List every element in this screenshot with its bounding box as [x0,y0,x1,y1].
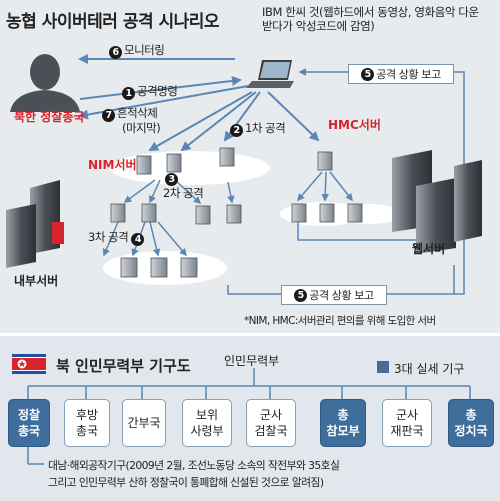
step4-label: 3차 공격 4 [88,229,146,246]
org-unit-line1: 군사 [395,408,419,422]
step6-text: 모니터링 [124,43,165,57]
step2-text: 1차 공격 [245,121,286,135]
step1-number: 1 [122,87,135,100]
laptop-icon [246,60,294,88]
org-unit-line2: 총국 [75,424,99,438]
step7-text: 흔적삭제 [117,106,158,120]
step3-number: 3 [165,173,178,186]
server-icons [110,147,363,278]
step7-sub: (마지막) [122,121,161,135]
step1-text: 공격명령 [137,84,178,98]
diagram-graphics [6,54,482,295]
org-unit-cadre-bureau: 간부국 [122,399,166,447]
hmc-server-label: HMC서버 [328,118,381,132]
ibm-note-line1: IBM 한씨 것(웹하드에서 동영상, 영화음악 다운 [262,5,479,19]
step5a-number: 5 [361,67,375,81]
internal-server-towers [6,180,64,268]
org-unit-line1: 정찰 [17,408,41,422]
step7-number: 7 [102,109,115,122]
step3-number-wrap: 3 [165,170,180,186]
ibm-note-line2: 받다가 악성코드에 감염) [262,19,375,33]
step3-text: 2차 공격 [163,186,204,200]
org-title: 북 인민무력부 기구도 [56,357,191,375]
attacker-label: 북한 정찰총국 [14,110,85,124]
step4-text: 3차 공격 [88,230,129,244]
legend-label: 3대 실세 기구 [394,362,465,376]
org-unit-line2: 참모부 [326,424,360,438]
step5a-text: 공격 상황 보고 [376,68,441,81]
org-unit-line1: 간부국 [127,416,161,430]
step2-number: 2 [230,124,243,137]
nk-flag-icon [12,354,46,374]
org-unit-line1: 총 [465,408,477,422]
org-unit-line2: 재판국 [390,424,424,438]
step4-number: 4 [131,233,145,246]
web-server-towers [392,150,482,254]
footnote: *NIM, HMC:서버관리 편의를 위해 도입한 서버 [244,315,436,327]
org-unit-line1: 총 [337,408,349,422]
org-unit-line2: 사령부 [190,424,224,438]
org-unit-line1: 보위 [195,408,219,422]
org-unit-line2: 검찰국 [254,424,288,438]
nim-server-label: NIM서버 [88,158,137,172]
attacker-silhouette [10,54,80,112]
web-server-label: 웹서버 [412,242,446,256]
step6-number: 6 [109,46,122,59]
step5b-text: 공격 상황 보고 [309,289,374,302]
org-root: 인민무력부 [224,354,280,368]
org-unit-line1: 후방 [75,408,99,422]
org-unit-line2: 정치국 [454,424,488,438]
org-note-line2: 그리고 인민무력부 산하 정찰국이 통폐합해 신설된 것으로 알려짐) [48,476,324,489]
org-unit-line1: 군사 [259,408,283,422]
org-note-line1: 대남·해외공작기구(2009년 2월, 조선노동당 소속의 작전부와 35호실 [48,459,340,472]
legend-swatch [377,361,389,373]
org-flag-and-lines [12,354,471,465]
org-unit-line2: 총국 [17,424,41,438]
internal-server-label: 내부서버 [14,274,59,288]
diagram-title: 농협 사이버테러 공격 시나리오 [6,12,220,32]
step5b-number: 5 [294,288,308,302]
